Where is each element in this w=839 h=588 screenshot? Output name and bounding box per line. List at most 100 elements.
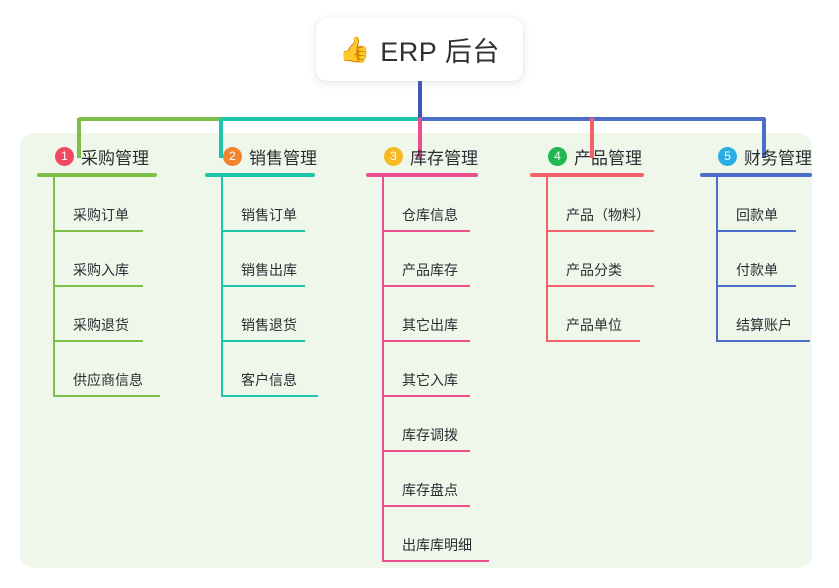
leaf-node-rule	[55, 285, 143, 287]
leaf-node[interactable]: 销售出库	[223, 232, 317, 287]
leaf-node-rule	[223, 395, 318, 397]
branch-body: 回款单付款单结算账户	[700, 177, 812, 342]
branch-header-2[interactable]: 2 销售管理	[205, 144, 317, 168]
leaf-node[interactable]: 其它出库	[384, 287, 478, 342]
leaf-node-rule	[384, 560, 489, 562]
leaf-node-label: 库存盘点	[402, 482, 458, 498]
leaf-node-label: 客户信息	[241, 372, 297, 388]
branch-title: 库存管理	[410, 148, 478, 168]
branch-header-rule	[530, 173, 644, 177]
leaf-node-rule	[384, 505, 470, 507]
leaf-node-label: 产品分类	[566, 262, 622, 278]
leaf-node[interactable]: 仓库信息	[384, 177, 478, 232]
thumbs-up-icon: 👍	[339, 36, 371, 64]
branch-trunk-line	[53, 177, 55, 397]
leaf-node-label: 采购退货	[73, 317, 129, 333]
leaf-node[interactable]: 销售订单	[223, 177, 317, 232]
leaf-node-rule	[55, 230, 143, 232]
leaf-node-rule	[548, 340, 640, 342]
leaf-node-label: 库存调拨	[402, 427, 458, 443]
leaf-node-rule	[55, 340, 143, 342]
leaf-node-label: 产品库存	[402, 262, 458, 278]
branch-title: 财务管理	[744, 148, 812, 168]
branch-column-3: 3 库存管理仓库信息产品库存其它出库其它入库库存调拨库存盘点出库库明细	[366, 144, 489, 562]
leaf-node[interactable]: 客户信息	[223, 342, 318, 397]
branch-header-5[interactable]: 5 财务管理	[700, 144, 812, 168]
branch-header-3[interactable]: 3 库存管理	[366, 144, 478, 168]
branch-number-badge: 1	[55, 146, 74, 166]
leaf-node-rule	[548, 230, 654, 232]
branch-title: 采购管理	[81, 148, 149, 168]
leaf-node[interactable]: 采购入库	[55, 232, 157, 287]
leaf-node[interactable]: 出库库明细	[384, 507, 489, 562]
branch-number-badge: 3	[384, 146, 403, 166]
leaf-node-label: 销售退货	[241, 317, 297, 333]
root-node-label: ERP 后台	[380, 37, 500, 67]
branch-body: 产品（物料） 产品分类产品单位	[530, 177, 654, 342]
leaf-node[interactable]: 库存盘点	[384, 452, 478, 507]
branch-trunk-line	[221, 177, 223, 397]
leaf-node-label: 销售出库	[241, 262, 297, 278]
branch-body: 仓库信息产品库存其它出库其它入库库存调拨库存盘点出库库明细	[366, 177, 489, 562]
leaf-node-label: 出库库明细	[402, 537, 472, 553]
leaf-node-label: 付款单	[736, 262, 778, 278]
leaf-node[interactable]: 回款单	[718, 177, 812, 232]
leaf-node[interactable]: 其它入库	[384, 342, 478, 397]
branches-panel	[20, 133, 812, 568]
connector-lines	[77, 81, 766, 158]
branch-trunk-line	[546, 177, 548, 342]
leaf-node-label: 供应商信息	[73, 372, 143, 388]
branch-header-4[interactable]: 4 产品管理	[530, 144, 644, 168]
branch-number-badge: 2	[223, 146, 242, 166]
leaf-node[interactable]: 采购退货	[55, 287, 157, 342]
leaf-node[interactable]: 结算账户	[718, 287, 812, 342]
branch-column-4: 4 产品管理产品（物料） 产品分类产品单位	[530, 144, 654, 342]
leaf-node-rule	[384, 395, 470, 397]
leaf-node-label: 其它入库	[402, 372, 458, 388]
leaf-node[interactable]: 库存调拨	[384, 397, 478, 452]
leaf-node-rule	[384, 230, 470, 232]
leaf-node-label: 其它出库	[402, 317, 458, 333]
leaf-node-label: 产品单位	[566, 317, 622, 333]
branch-title: 产品管理	[574, 148, 642, 168]
leaf-node-rule	[223, 340, 305, 342]
leaf-node[interactable]: 销售退货	[223, 287, 317, 342]
leaf-node-rule	[384, 450, 470, 452]
leaf-node[interactable]: 供应商信息	[55, 342, 160, 397]
leaf-node[interactable]: 产品单位	[548, 287, 644, 342]
leaf-node-rule	[55, 395, 160, 397]
branch-title: 销售管理	[249, 148, 317, 168]
leaf-node-rule	[718, 285, 796, 287]
leaf-node-label: 仓库信息	[402, 207, 458, 223]
leaf-node-rule	[548, 285, 654, 287]
branch-column-2: 2 销售管理销售订单销售出库销售退货客户信息	[205, 144, 318, 397]
branch-body: 采购订单采购入库采购退货供应商信息	[37, 177, 160, 397]
leaf-node[interactable]: 产品库存	[384, 232, 478, 287]
leaf-node-rule	[718, 340, 810, 342]
leaf-node-label: 产品（物料）	[566, 207, 650, 223]
leaf-node[interactable]: 采购订单	[55, 177, 157, 232]
branch-column-5: 5 财务管理回款单付款单结算账户	[700, 144, 812, 342]
branch-number-badge: 4	[548, 146, 567, 166]
leaf-node[interactable]: 产品（物料）	[548, 177, 654, 232]
leaf-node-rule	[718, 230, 796, 232]
branch-column-1: 1 采购管理采购订单采购入库采购退货供应商信息	[37, 144, 160, 397]
leaf-node[interactable]: 产品分类	[548, 232, 654, 287]
leaf-node-label: 采购入库	[73, 262, 129, 278]
branch-number-badge: 5	[718, 146, 737, 166]
branch-body: 销售订单销售出库销售退货客户信息	[205, 177, 318, 397]
root-node[interactable]: 👍 ERP 后台	[316, 18, 523, 81]
leaf-node-label: 销售订单	[241, 207, 297, 223]
leaf-node-rule	[384, 285, 470, 287]
branch-trunk-line	[382, 177, 384, 562]
leaf-node-label: 采购订单	[73, 207, 129, 223]
leaf-node-label: 结算账户	[736, 317, 792, 333]
leaf-node-rule	[384, 340, 470, 342]
leaf-node-rule	[223, 230, 305, 232]
leaf-node[interactable]: 付款单	[718, 232, 812, 287]
branch-header-1[interactable]: 1 采购管理	[37, 144, 157, 168]
branch-header-rule	[700, 173, 812, 177]
leaf-node-label: 回款单	[736, 207, 778, 223]
branch-header-rule	[37, 173, 157, 177]
